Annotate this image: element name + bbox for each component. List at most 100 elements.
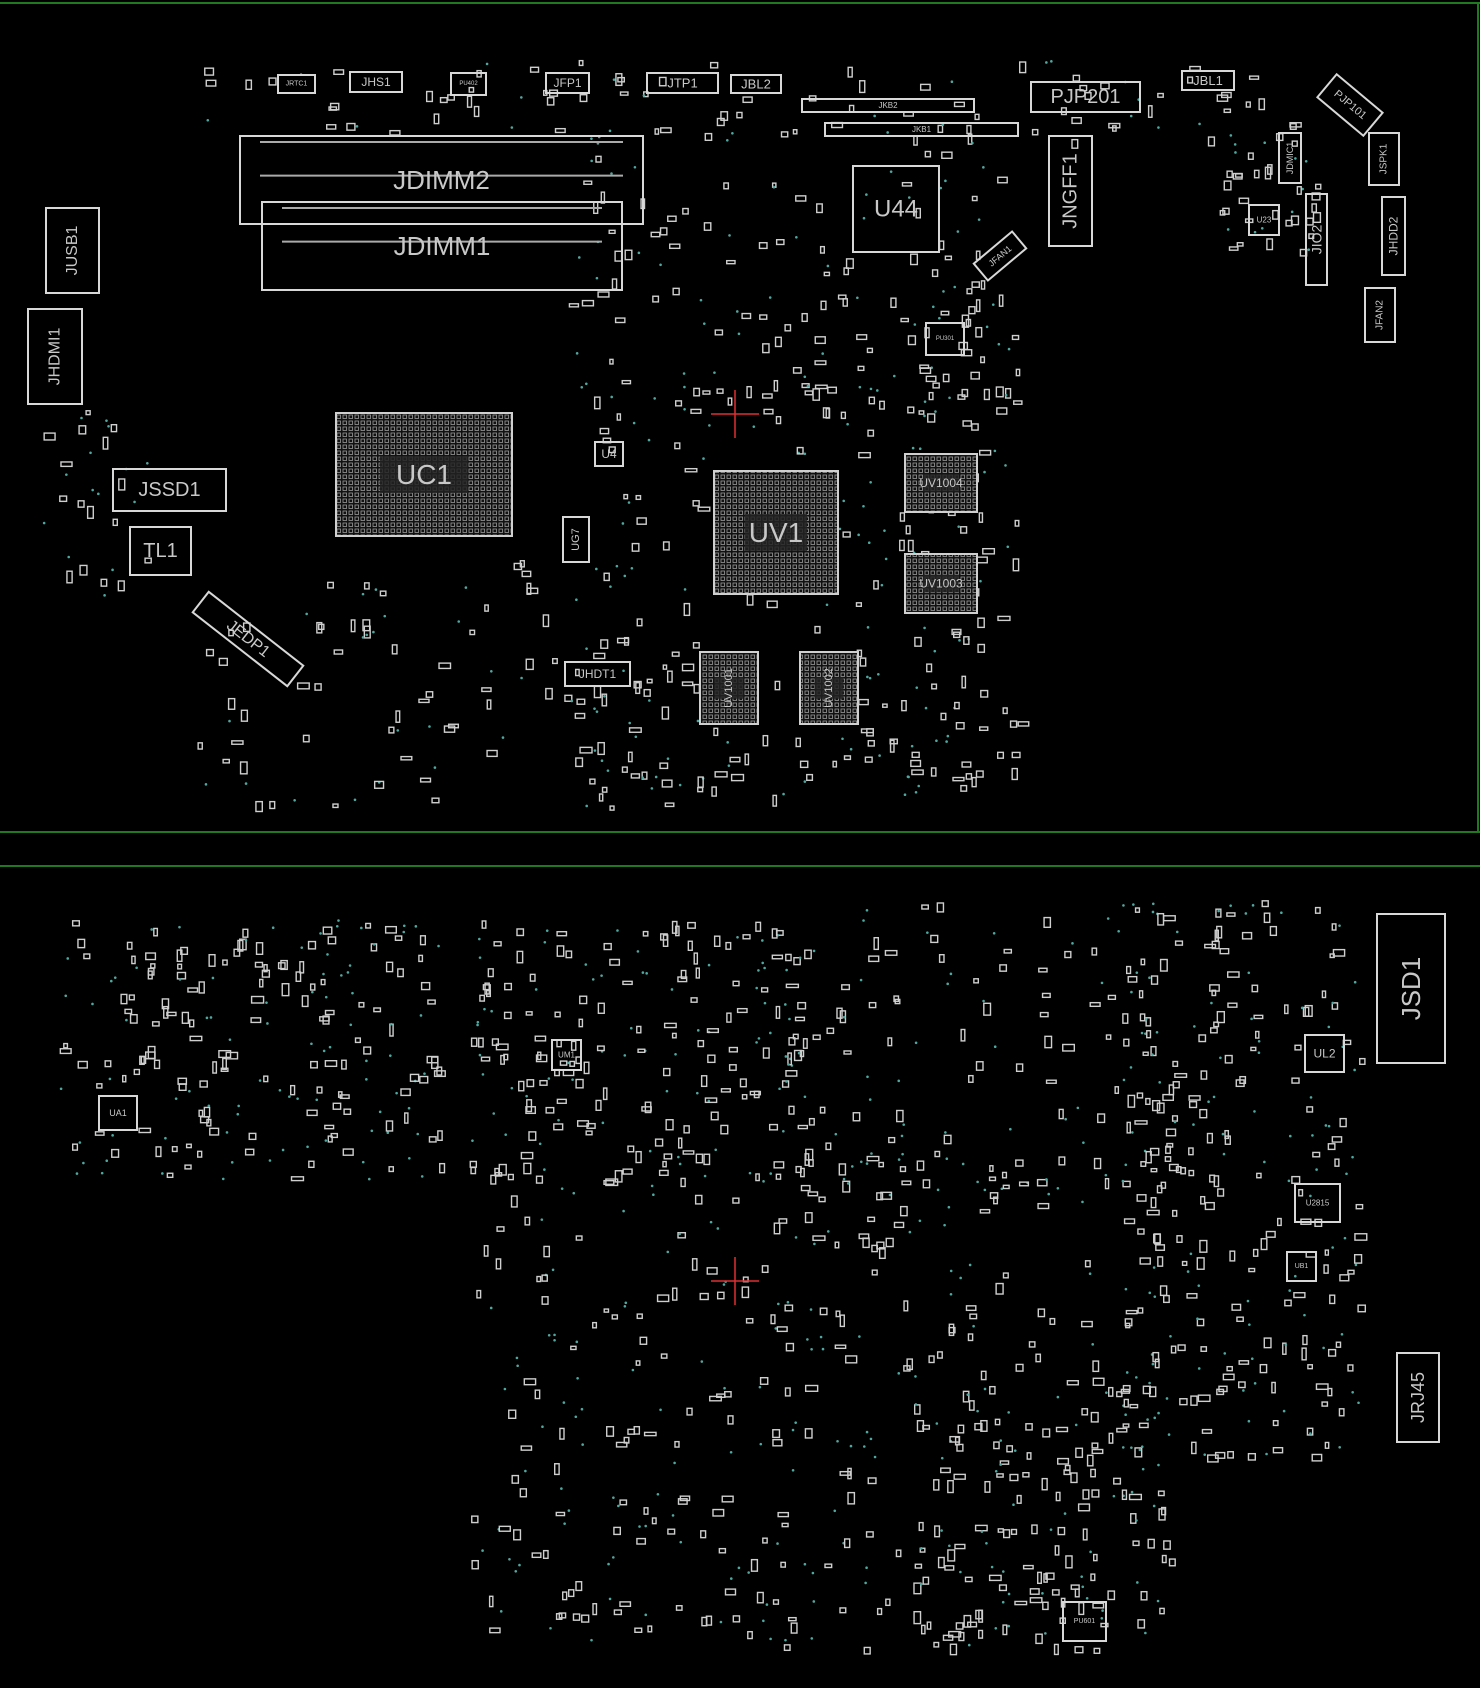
component-jhdmi1[interactable]: JHDMI1 [27, 308, 83, 405]
via [407, 1106, 411, 1110]
component-pu601[interactable]: PU601 [1062, 1601, 1107, 1642]
via [836, 1439, 839, 1443]
component-pjp201[interactable]: PJP201 [1030, 81, 1141, 113]
component-u2815[interactable]: U2815 [1294, 1183, 1341, 1223]
via [641, 776, 644, 779]
via [346, 971, 350, 974]
smd-pad [669, 243, 681, 250]
via [59, 1087, 63, 1091]
component-jbl1[interactable]: JBL1 [1181, 70, 1235, 91]
component-jssd1[interactable]: JSSD1 [112, 468, 227, 512]
component-jfan1[interactable]: JFAN1 [972, 230, 1028, 282]
component-jdimm2[interactable]: JDIMM2 [239, 135, 644, 225]
smd-pad [785, 1342, 795, 1352]
via [593, 749, 597, 752]
component-label: JHDD2 [1387, 216, 1401, 255]
component-u44[interactable]: U44 [852, 165, 940, 253]
component-uc1[interactable]: UC1 [335, 412, 513, 537]
via [1076, 1106, 1080, 1110]
via [1294, 157, 1297, 160]
component-jkb1[interactable]: JKB1 [824, 122, 1019, 137]
smd-pad [750, 1558, 759, 1572]
via [1303, 1313, 1306, 1317]
component-jfp1[interactable]: JFP1 [545, 72, 590, 94]
component-uv1002[interactable]: UV1002 [799, 651, 859, 725]
smd-pad [911, 751, 920, 759]
component-pu402[interactable]: PU402 [450, 72, 487, 96]
smd-pad [1160, 1506, 1167, 1516]
via [977, 218, 981, 221]
smd-pad [439, 1162, 446, 1174]
smd-pad [1156, 1185, 1163, 1194]
component-outline [1364, 287, 1396, 343]
component-uv1004[interactable]: UV1004 [904, 453, 978, 513]
smd-pad [978, 1629, 984, 1639]
component-ul2[interactable]: UL2 [1304, 1034, 1345, 1073]
component-outline [824, 122, 1019, 137]
component-ug7[interactable]: UG7 [562, 516, 590, 563]
component-jkb2[interactable]: JKB2 [801, 98, 975, 113]
component-ub1[interactable]: UB1 [1286, 1251, 1317, 1282]
smd-pad [277, 962, 286, 970]
via [1212, 1095, 1216, 1099]
component-jrtc1[interactable]: JRTC1 [277, 74, 316, 94]
component-jhdt1[interactable]: JHDT1 [564, 661, 631, 687]
component-jedp1[interactable]: JEDP1 [191, 590, 305, 688]
component-jtp1[interactable]: JTP1 [646, 72, 719, 94]
component-jngff1[interactable]: JNGFF1 [1048, 135, 1093, 247]
smd-pad [83, 953, 91, 960]
via [478, 1053, 482, 1057]
smd-pad [145, 952, 157, 961]
component-outline [562, 516, 590, 563]
component-ua1[interactable]: UA1 [98, 1095, 138, 1131]
via [547, 1333, 551, 1337]
smd-pad [1168, 1163, 1179, 1172]
smd-pad [868, 396, 876, 405]
component-jrj45[interactable]: JRJ45 [1396, 1352, 1440, 1443]
smd-pad [931, 683, 938, 690]
component-jbl2[interactable]: JBL2 [730, 74, 782, 94]
smd-pad [593, 652, 606, 660]
smd-pad [918, 410, 925, 415]
via [617, 1504, 620, 1508]
smd-pad [1191, 1441, 1197, 1455]
smd-pad [720, 1088, 731, 1093]
component-jhs1[interactable]: JHS1 [349, 71, 403, 93]
component-uv1[interactable]: UV1 [713, 470, 839, 595]
smd-pad [147, 1045, 156, 1060]
component-jusb1[interactable]: JUSB1 [45, 207, 100, 294]
component-pu301[interactable]: PU301 [925, 322, 965, 356]
component-pjp101[interactable]: PJP101 [1315, 72, 1385, 138]
smd-pad [868, 1001, 877, 1009]
via [868, 1098, 872, 1101]
via [1165, 1397, 1169, 1400]
component-jdimm1[interactable]: JDIMM1 [261, 201, 623, 291]
component-uv1003[interactable]: UV1003 [904, 553, 978, 614]
smd-pad [79, 564, 88, 576]
via [209, 1016, 213, 1019]
smd-pad [1353, 1254, 1363, 1264]
component-u23[interactable]: U23 [1248, 204, 1280, 236]
component-um1[interactable]: UM1 [551, 1039, 582, 1071]
component-jspk1[interactable]: JSPK1 [1368, 132, 1400, 186]
smd-pad [677, 1137, 683, 1149]
smd-pad [1124, 1318, 1133, 1327]
component-jhdd2[interactable]: JHDD2 [1381, 196, 1406, 276]
smd-pad [905, 525, 911, 535]
component-jfan2[interactable]: JFAN2 [1364, 287, 1396, 343]
via [880, 583, 884, 587]
via [803, 1095, 807, 1099]
component-uv1001[interactable]: UV1001 [699, 651, 759, 725]
component-jsd1[interactable]: JSD1 [1376, 913, 1446, 1064]
smd-pad [1159, 958, 1168, 972]
component-label: JNGFF1 [1060, 153, 1082, 229]
smd-pad [1265, 1230, 1276, 1238]
component-jdmic1[interactable]: JDMIC1 [1278, 132, 1302, 184]
component-jio2[interactable]: JIO2 [1305, 193, 1328, 286]
component-tl1[interactable]: TL1 [129, 526, 192, 576]
smd-pad [1125, 1322, 1131, 1329]
component-u4[interactable]: U4 [594, 441, 624, 467]
smd-pad [1139, 1257, 1151, 1265]
via [510, 126, 514, 129]
